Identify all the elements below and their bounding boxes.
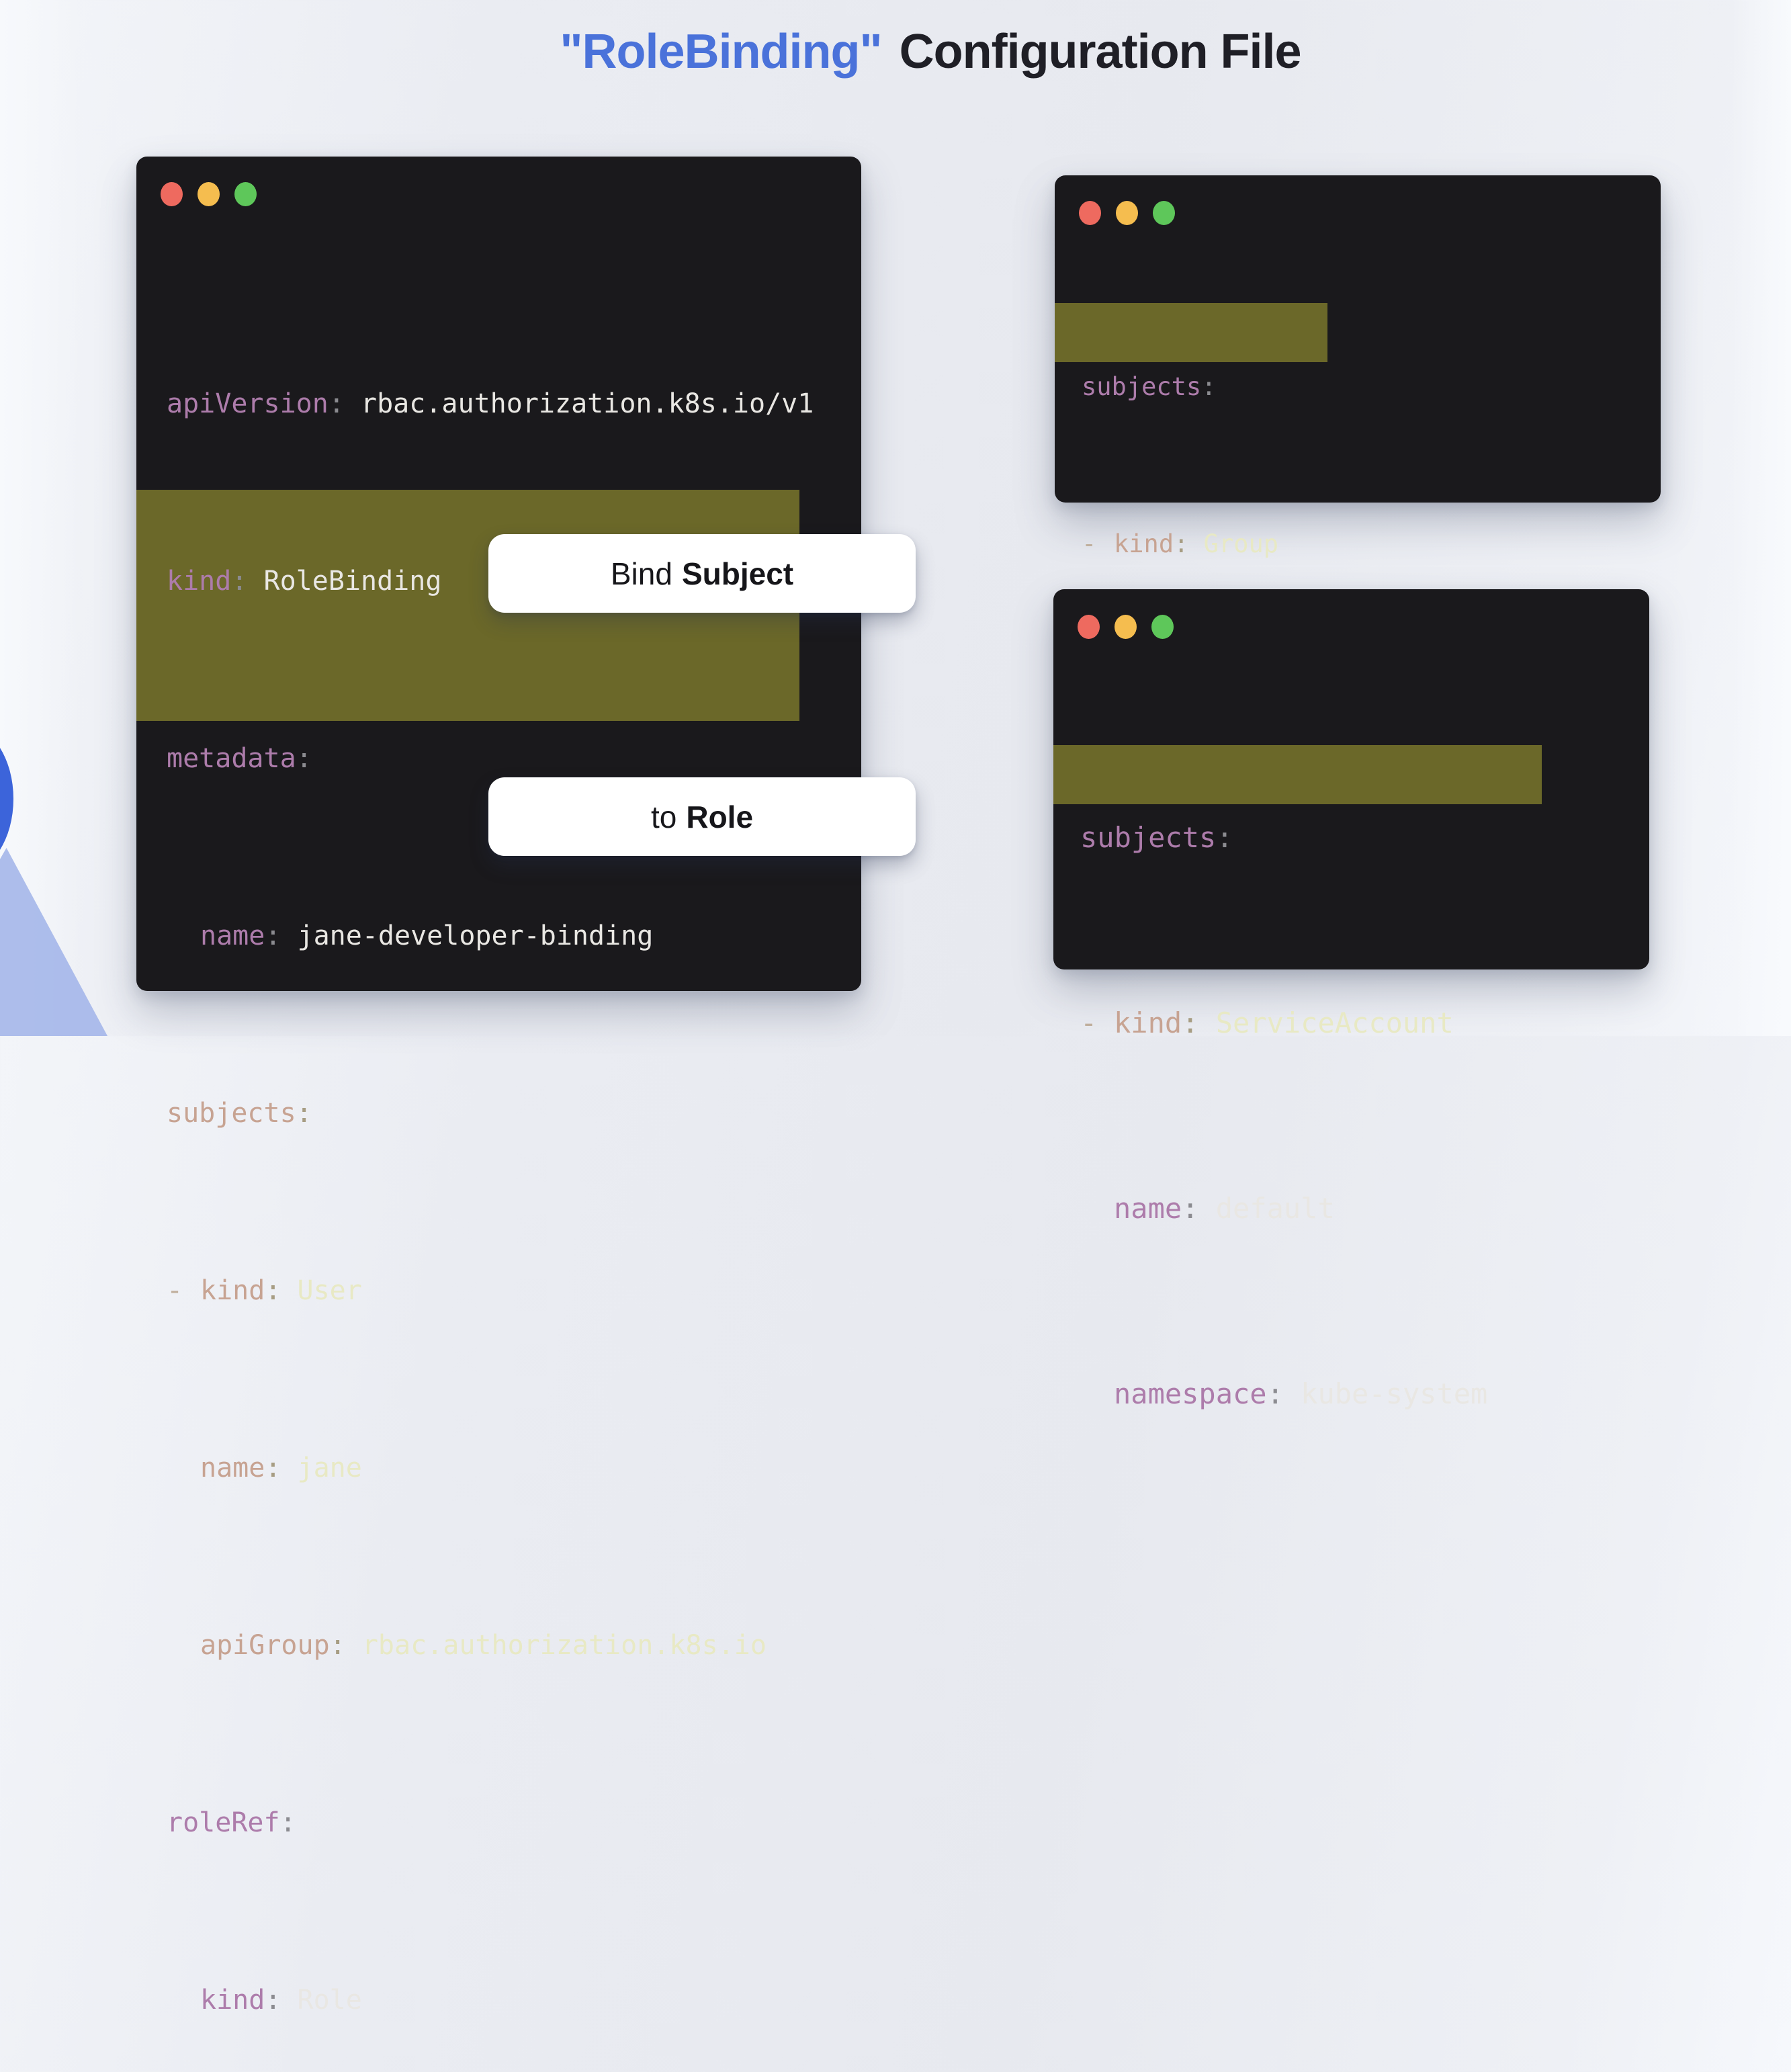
close-icon: [1079, 201, 1101, 225]
kind-group-highlight-block: [1055, 303, 1327, 362]
code-line: subjects:: [1082, 372, 1217, 401]
code-window-group-subject: subjects: -kind: Group name: "devops-adm…: [1055, 175, 1661, 873]
maximize-icon: [1153, 201, 1175, 225]
minimize-icon: [198, 182, 220, 206]
code-line: subjects:: [1080, 821, 1233, 854]
code-line: roleRef:: [167, 1807, 296, 1838]
window-controls: [1078, 615, 1174, 639]
code-line: -kind: User: [167, 1275, 362, 1306]
window-controls: [1079, 201, 1175, 225]
background-right-band: [1731, 0, 1791, 1036]
title-rolebinding-accent: "RoleBinding": [560, 25, 882, 79]
code-line: apiGroup: rbac.authorization.k8s.io: [200, 1630, 767, 1661]
title-rest: Configuration File: [899, 25, 1302, 79]
minimize-icon: [1116, 201, 1138, 225]
code-line: apiVersion: rbac.authorization.k8s.io/v1: [167, 388, 814, 419]
yaml-code: subjects: -kind: ServiceAccount name: de…: [1053, 683, 1649, 1549]
kind-serviceaccount-highlight-block: [1053, 745, 1542, 804]
window-controls: [161, 182, 257, 206]
code-line: name: jane: [200, 1453, 362, 1483]
code-line: metadata:: [167, 743, 312, 774]
code-line: -kind: ServiceAccount: [1080, 1006, 1454, 1039]
yaml-code: apiVersion: rbac.authorization.k8s.io/v1…: [136, 256, 861, 2072]
maximize-icon: [1151, 615, 1174, 639]
minimize-icon: [1115, 615, 1137, 639]
code-line: subjects:: [167, 1098, 312, 1129]
code-line: name: default: [1114, 1192, 1335, 1225]
maximize-icon: [234, 182, 257, 206]
code-window-serviceaccount-subject: subjects: -kind: ServiceAccount name: de…: [1053, 589, 1649, 1410]
code-line: kind: RoleBinding: [167, 566, 442, 597]
code-line: name: jane-developer-binding: [200, 920, 654, 951]
code-line: kind: Role: [200, 1985, 362, 2016]
close-icon: [1078, 615, 1100, 639]
code-line: -kind: Group: [1082, 529, 1279, 558]
slide-canvas: "RoleBinding" Configuration File apiVersi…: [0, 0, 1791, 2016]
code-line: namespace: kube-system: [1114, 1377, 1488, 1410]
close-icon: [161, 182, 183, 206]
page-title: "RoleBinding" Configuration File: [0, 24, 1791, 79]
